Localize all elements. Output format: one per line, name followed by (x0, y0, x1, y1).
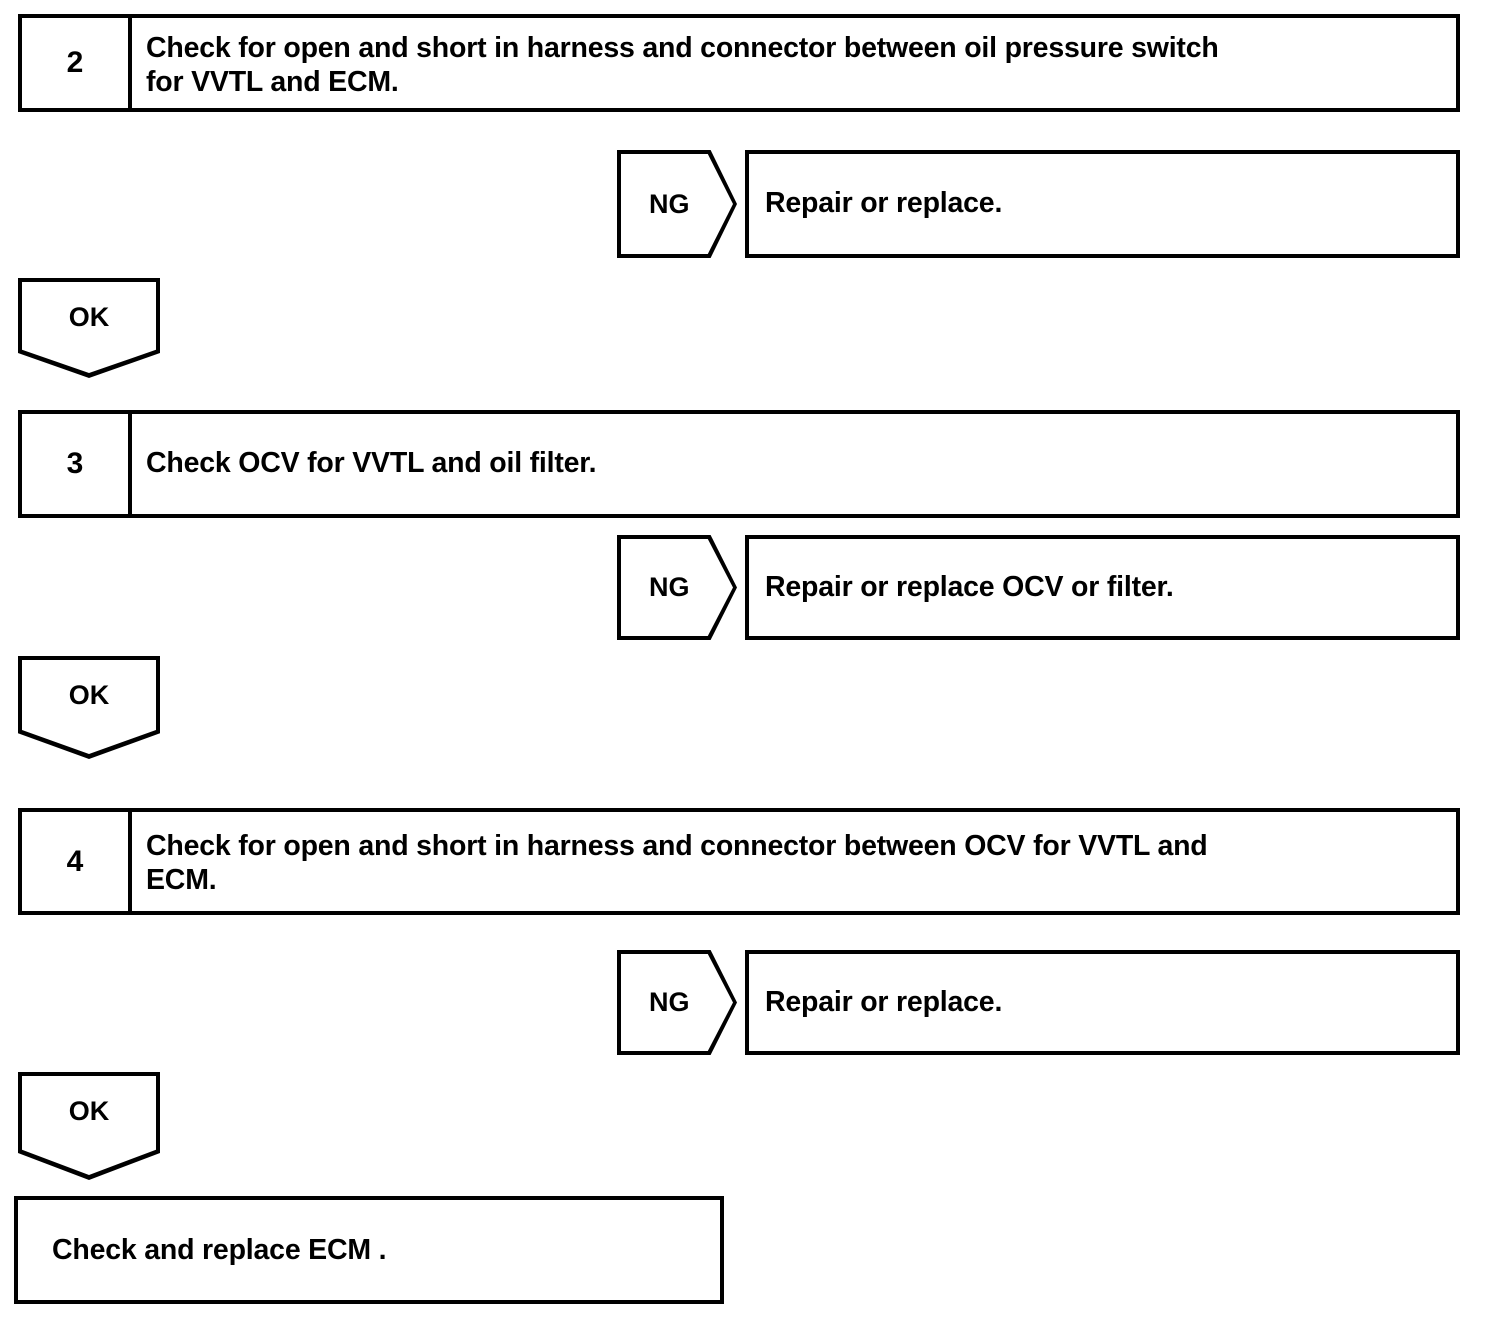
ok-label-4: OK (68, 1096, 110, 1126)
ng-result-text-2: Repair or replace. (765, 187, 1003, 220)
step-box-4: 4 Check for open and short in harness an… (18, 808, 1460, 915)
ng-arrow-fill-4 (621, 954, 733, 1051)
step-number-3: 3 (66, 447, 84, 480)
final-action-box: Check and replace ECM . (14, 1196, 724, 1304)
ng-result-box-4: Repair or replace. (745, 950, 1460, 1055)
ok-arrow-4: OK (18, 1072, 160, 1180)
step-box-3: 3 Check OCV for VVTL and oil filter. (18, 410, 1460, 518)
step-number-2: 2 (66, 46, 84, 79)
step-instruction-2: Check for open and short in harness and … (146, 32, 1219, 98)
ng-arrow-3: NG (617, 535, 737, 640)
step-instruction-4: Check for open and short in harness and … (146, 830, 1208, 896)
ng-result-box-3: Repair or replace OCV or filter. (745, 535, 1460, 640)
ng-arrow-4: NG (617, 950, 737, 1055)
ng-label-3: NG (649, 572, 690, 602)
ok-arrow-3: OK (18, 656, 160, 759)
ok-label-2: OK (68, 302, 110, 332)
step-number-cell-2: 2 (22, 18, 132, 108)
ok-label-3: OK (68, 680, 110, 710)
step-text-cell-2: Check for open and short in harness and … (132, 18, 1456, 108)
ok-arrow-2: OK (18, 278, 160, 378)
ng-label-2: NG (649, 188, 690, 219)
step-number-cell-4: 4 (22, 812, 132, 911)
step-text-cell-4: Check for open and short in harness and … (132, 812, 1456, 911)
step-instruction-3: Check OCV for VVTL and oil filter. (146, 447, 597, 480)
step-box-2: 2 Check for open and short in harness an… (18, 14, 1460, 112)
ng-result-box-2: Repair or replace. (745, 150, 1460, 258)
ng-arrow-2: NG (617, 150, 737, 258)
step-number-cell-3: 3 (22, 414, 132, 514)
final-action-text: Check and replace ECM . (52, 1233, 387, 1266)
ng-result-text-3: Repair or replace OCV or filter. (765, 570, 1174, 603)
ng-arrow-fill-2 (621, 154, 733, 254)
ng-label-4: NG (649, 987, 690, 1017)
ng-result-text-4: Repair or replace. (765, 985, 1003, 1018)
ng-arrow-fill-3 (621, 539, 733, 636)
step-text-cell-3: Check OCV for VVTL and oil filter. (132, 414, 1456, 514)
step-number-4: 4 (66, 844, 84, 878)
